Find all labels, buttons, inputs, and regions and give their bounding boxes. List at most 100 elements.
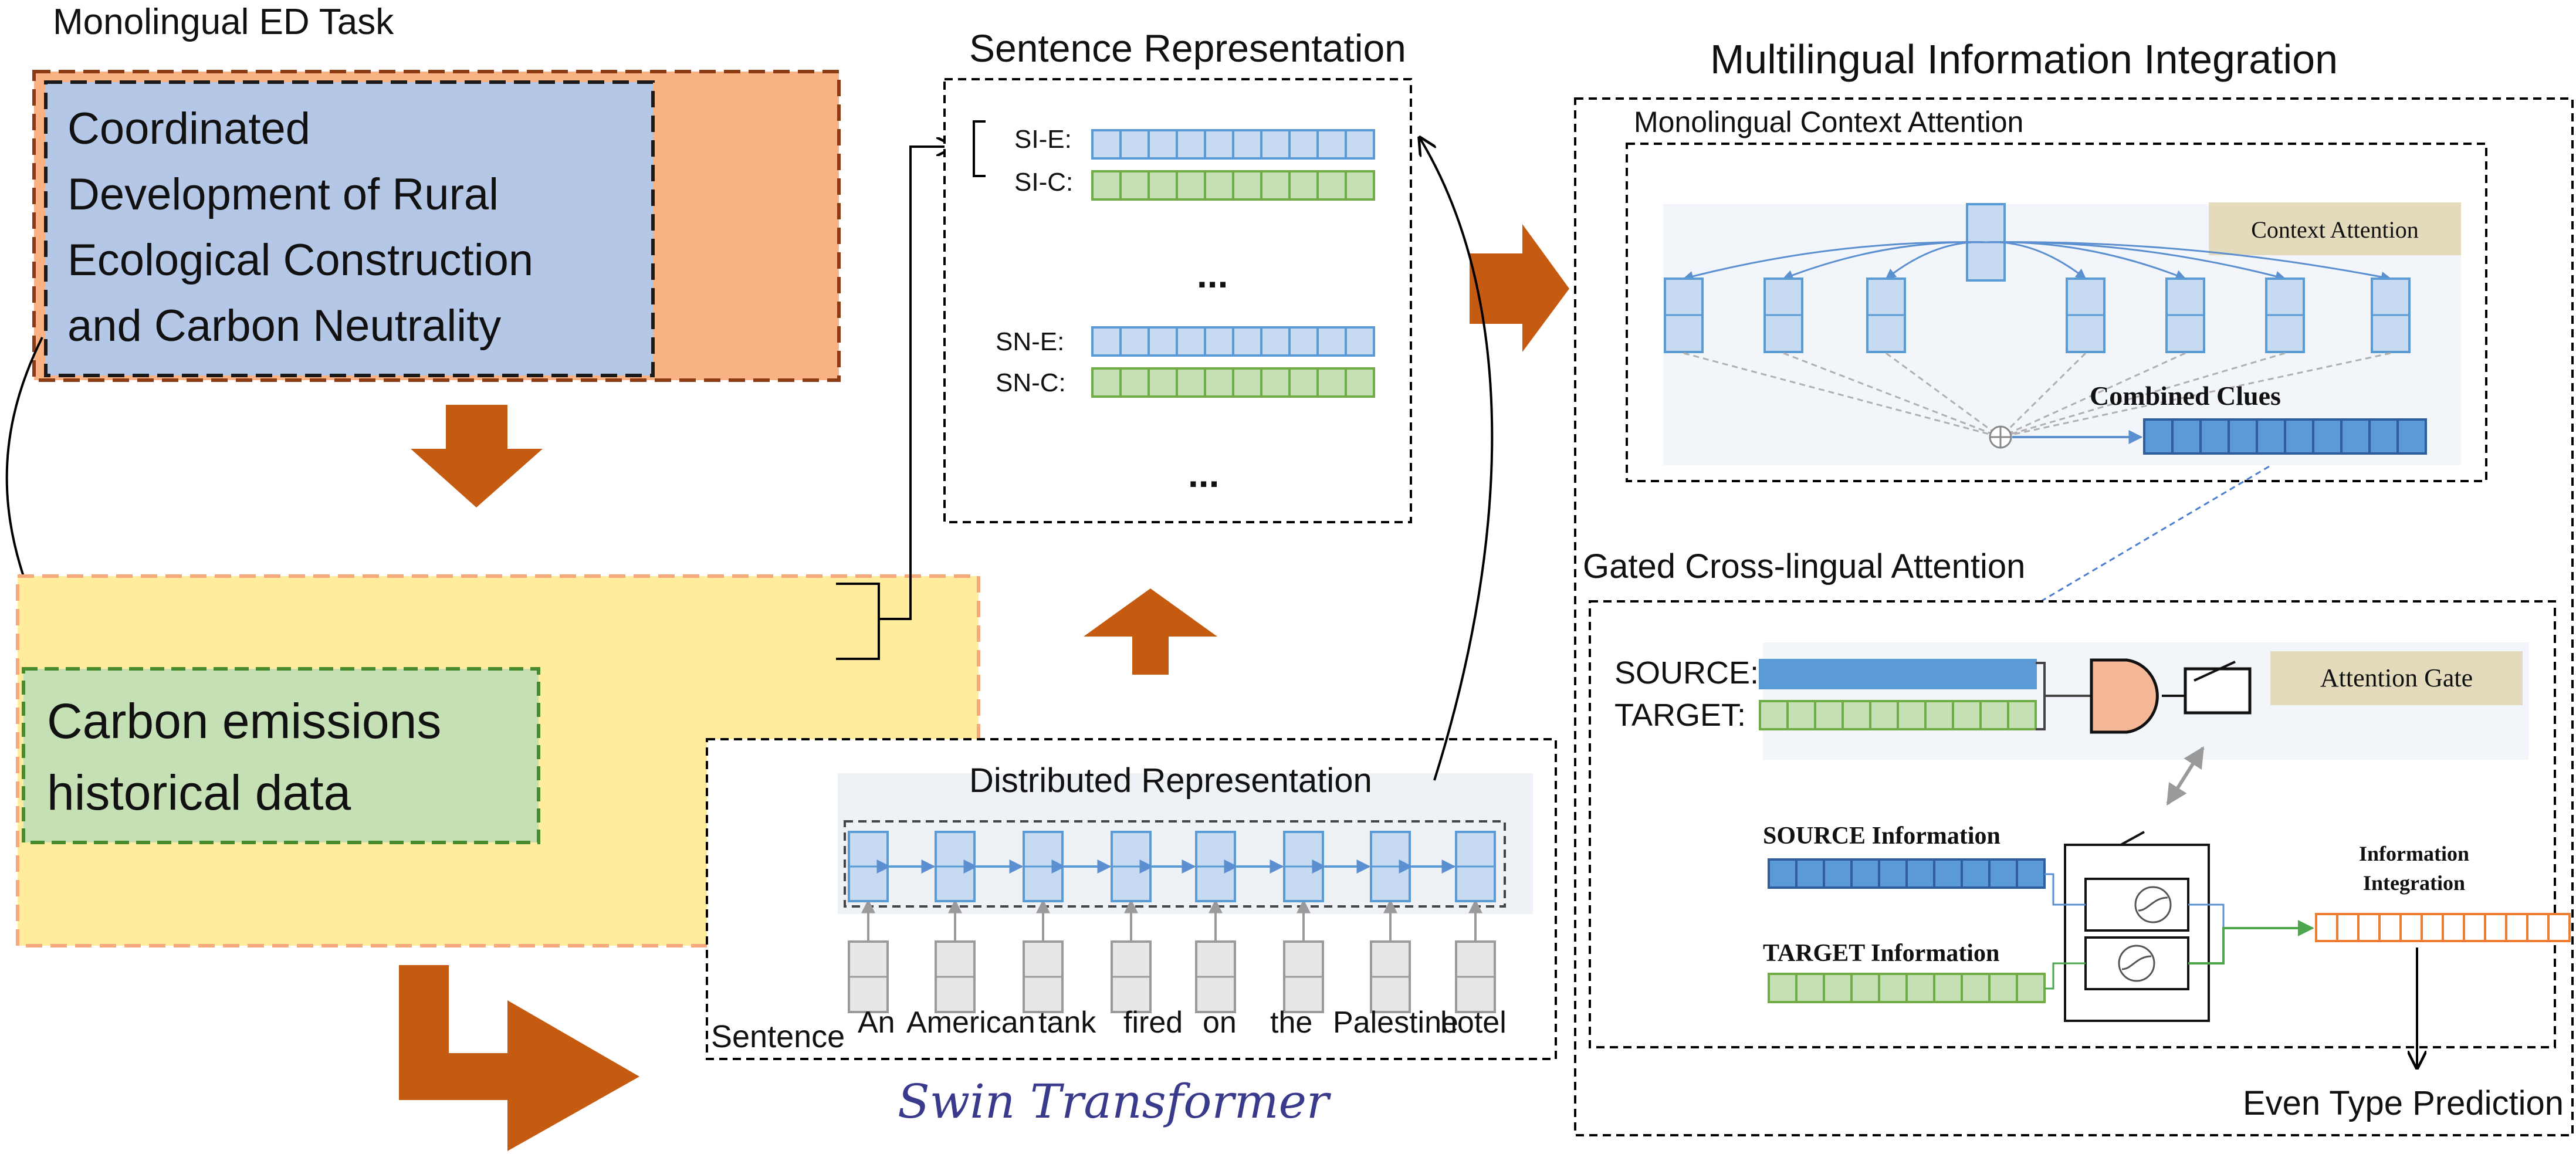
- target-information-vector-cell: [1768, 973, 1798, 1003]
- sn-e-vector: [1091, 326, 1375, 357]
- monolingual-task-title: Monolingual ED Task: [53, 2, 394, 42]
- sn-e-vector-cell: [1345, 326, 1375, 357]
- distributed-title: Distributed Representation: [969, 762, 1372, 800]
- target-information-vector-cell: [1988, 973, 2018, 1003]
- information-integration-vector-cell: [2505, 913, 2528, 942]
- si-e-vector-cell: [1091, 129, 1122, 160]
- context-attention-title: Monolingual Context Attention: [1634, 106, 2023, 138]
- combined-clues-vector: [2143, 418, 2427, 455]
- token-column: [1370, 831, 1456, 1013]
- information-integration-vector-cell: [2421, 913, 2444, 942]
- sn-c-vector-cell: [1232, 367, 1262, 398]
- gated-title: Gated Cross-lingual Attention: [1583, 547, 2025, 586]
- attention-gate-tag-bg: [2270, 651, 2523, 705]
- target-vector: [1759, 700, 2037, 730]
- right-arrow-orange: [1470, 224, 1569, 352]
- source-information-vector: [1768, 858, 2046, 889]
- si-e-vector-cell: [1260, 129, 1291, 160]
- information-integration-vector-cell: [2442, 913, 2465, 942]
- context-token: [1985, 241, 2411, 438]
- si-c-vector-cell: [1119, 170, 1150, 201]
- ellipsis-2: ...: [1188, 453, 1219, 495]
- combined-clues-label: Combined Clues: [2090, 381, 2281, 411]
- combined-clues-vector-cell: [2340, 418, 2371, 455]
- sn-c-vector-cell: [1176, 367, 1206, 398]
- fusion-switch-lever: [2120, 831, 2145, 846]
- gate-graphics: [1759, 658, 2252, 806]
- source-information-vector-cell: [1795, 858, 1825, 889]
- sentence-word: tank: [1038, 1006, 1096, 1040]
- target-information-vector-cell: [1795, 973, 1825, 1003]
- model-name: Swin Transformer: [898, 1074, 1332, 1129]
- source-label: SOURCE:: [1614, 655, 1759, 691]
- context-to-sum-line: [2000, 352, 2391, 438]
- combined-clues-vector-cell: [2143, 418, 2174, 455]
- combined-clues-vector-cell: [2396, 418, 2427, 455]
- target-vector-cell: [1814, 700, 1844, 730]
- gate-control-double-arrow: [2166, 746, 2205, 806]
- target-vector-cell: [1924, 700, 1954, 730]
- sn-c-label: SN-C:: [996, 368, 1066, 397]
- information-integration-vector-cell: [2315, 913, 2338, 942]
- si-e-vector-cell: [1288, 129, 1319, 160]
- si-c-vector: [1091, 170, 1375, 201]
- source-vector-cell: [1759, 659, 1789, 689]
- combined-clues-vector-cell: [2256, 418, 2286, 455]
- attention-curve: [1985, 241, 2392, 282]
- target-vector-cell: [1869, 700, 1899, 730]
- si-e-vector-cell: [1119, 129, 1150, 160]
- target-vector-cell: [2007, 700, 2037, 730]
- target-information-vector: [1768, 973, 2046, 1003]
- source-vector-cell: [1897, 659, 1927, 689]
- context-to-gated-arrow: [2021, 465, 2270, 613]
- information-integration-vector-cell: [2547, 913, 2571, 942]
- fusion-module: [2064, 844, 2210, 1022]
- sentence-word: Palestine: [1333, 1006, 1458, 1040]
- data-line-1: Carbon emissions: [47, 693, 441, 749]
- context-token: [1985, 241, 2305, 438]
- sn-c-vector-cell: [1204, 367, 1234, 398]
- si-e-vector-cell: [1316, 129, 1347, 160]
- attention-curve: [1885, 241, 1986, 280]
- sentence-word: hotel: [1440, 1006, 1507, 1040]
- info-integration-line-1: Information: [2359, 842, 2469, 865]
- sn-e-vector-cell: [1119, 326, 1150, 357]
- down-arrow-orange: [411, 405, 543, 507]
- target-vector-cell: [1786, 700, 1816, 730]
- sentence-label: Sentence: [711, 1019, 845, 1054]
- token-column: [1111, 831, 1196, 1013]
- target-information-vector-cell: [2016, 973, 2046, 1003]
- target-information-vector-cell: [1905, 973, 1935, 1003]
- combined-clues-vector-cell: [2199, 418, 2230, 455]
- information-integration-vector-cell: [2463, 913, 2486, 942]
- si-c-vector-cell: [1345, 170, 1375, 201]
- info-integration-line-2: Integration: [2363, 871, 2465, 895]
- si-c-vector-cell: [1176, 170, 1206, 201]
- sn-c-vector-cell: [1091, 367, 1122, 398]
- sentence-rep-cells: [1091, 129, 1375, 398]
- sn-e-vector-cell: [1232, 326, 1262, 357]
- target-vector-cell: [1979, 700, 2009, 730]
- sigmoid-curve-1: [2138, 896, 2168, 912]
- information-integration-vector: [2315, 913, 2571, 942]
- information-integration-vector-cell: [2378, 913, 2402, 942]
- information-integration-vector-cell: [2484, 913, 2507, 942]
- attention-gate-label: Attention Gate: [2320, 664, 2473, 692]
- blue-topic-box: [44, 80, 655, 377]
- token-column: [1023, 831, 1112, 1013]
- si-c-vector-cell: [1091, 170, 1122, 201]
- up-arrow-orange: [1084, 588, 1217, 675]
- sn-c-vector-cell: [1288, 367, 1319, 398]
- si-e-vector-cell: [1147, 129, 1178, 160]
- source-information-vector-cell: [1933, 858, 1963, 889]
- sn-e-vector-cell: [1316, 326, 1347, 357]
- sn-c-vector-cell: [1316, 367, 1347, 398]
- target-information-vector-cell: [1878, 973, 1908, 1003]
- target-information-label: TARGET Information: [1763, 940, 1999, 967]
- source-information-vector-cell: [1768, 858, 1798, 889]
- source-information-vector-cell: [1823, 858, 1853, 889]
- si-e-vector-cell: [1345, 129, 1375, 160]
- source-vector-cell: [1786, 659, 1816, 689]
- token-column: [1195, 831, 1284, 1013]
- si-e-label: SI-E:: [1014, 125, 1072, 154]
